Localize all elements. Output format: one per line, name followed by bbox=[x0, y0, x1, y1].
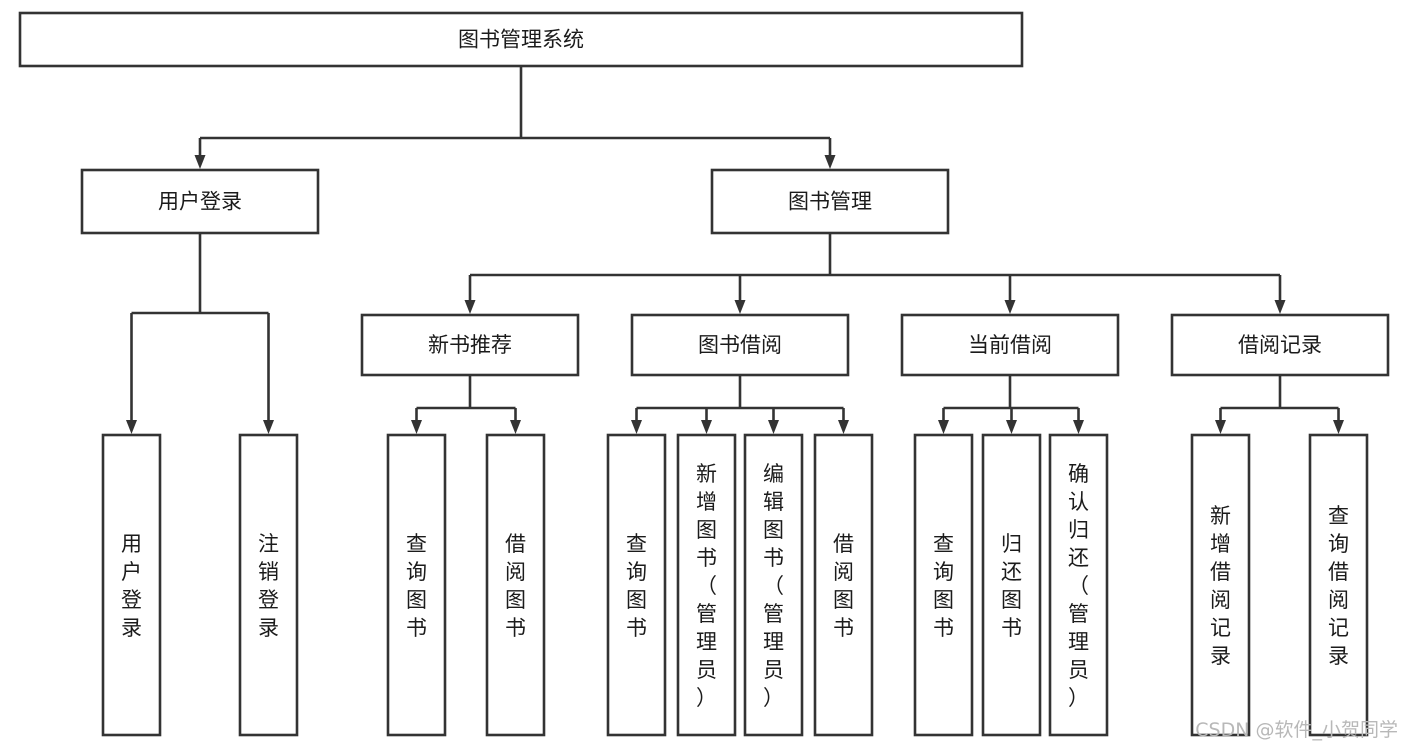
node-box[interactable] bbox=[1308, 433, 1369, 737]
node-l3-图书借阅-1[interactable]: 图书借阅 bbox=[630, 313, 850, 377]
node-label: 当前借阅 bbox=[968, 333, 1052, 357]
node-label: 用户登录 bbox=[121, 532, 142, 640]
node-label: 归还图书 bbox=[1001, 532, 1022, 640]
node-box[interactable] bbox=[900, 313, 1120, 377]
connector-level3-借阅记录-to-leaves bbox=[1215, 375, 1344, 434]
node-box[interactable] bbox=[1170, 313, 1390, 377]
node-box[interactable] bbox=[981, 433, 1042, 737]
node-label: 注销登录 bbox=[258, 532, 279, 640]
node-leaf-确认归还管理员-10[interactable]: 确认归还（管理员） bbox=[1048, 433, 1109, 737]
node-box[interactable] bbox=[360, 313, 580, 377]
node-l3-当前借阅-2[interactable]: 当前借阅 bbox=[900, 313, 1120, 377]
node-box[interactable] bbox=[676, 433, 737, 737]
arrow-head-icon bbox=[1006, 420, 1017, 434]
node-leaf-新增图书管理员-5[interactable]: 新增图书（管理员） bbox=[676, 433, 737, 737]
node-box[interactable] bbox=[1190, 433, 1251, 737]
node-l3-借阅记录-3[interactable]: 借阅记录 bbox=[1170, 313, 1390, 377]
node-label: 确认归还（管理员） bbox=[1068, 462, 1089, 710]
node-leaf-注销登录-1[interactable]: 注销登录 bbox=[238, 433, 299, 737]
node-leaf-查询图书-4[interactable]: 查询图书 bbox=[606, 433, 667, 737]
arrow-head-icon bbox=[126, 420, 137, 434]
nodes-layer: 图书管理系统用户登录图书管理新书推荐图书借阅当前借阅借阅记录用户登录注销登录查询… bbox=[18, 11, 1390, 737]
node-label: 编辑图书（管理员） bbox=[763, 462, 784, 710]
node-label: 图书管理 bbox=[788, 190, 872, 214]
arrow-head-icon bbox=[631, 420, 642, 434]
node-leaf-编辑图书管理员-6[interactable]: 编辑图书（管理员） bbox=[743, 433, 804, 737]
node-leaf-借阅图书-7[interactable]: 借阅图书 bbox=[813, 433, 874, 737]
node-label: 新增借阅记录 bbox=[1210, 504, 1231, 668]
node-label: 新增图书（管理员） bbox=[696, 462, 717, 710]
node-box[interactable] bbox=[386, 433, 447, 737]
node-box[interactable] bbox=[238, 433, 299, 737]
node-label: 借阅图书 bbox=[505, 532, 526, 640]
node-box[interactable] bbox=[743, 433, 804, 737]
node-leaf-用户登录-0[interactable]: 用户登录 bbox=[101, 433, 162, 737]
node-label: 图书借阅 bbox=[698, 333, 782, 357]
node-l2-图书管理-1[interactable]: 图书管理 bbox=[710, 168, 950, 235]
arrow-head-icon bbox=[768, 420, 779, 434]
connector-level3-新书推荐-to-leaves bbox=[411, 375, 521, 434]
arrow-head-icon bbox=[1274, 300, 1286, 314]
node-root-图书管理系统-0[interactable]: 图书管理系统 bbox=[18, 11, 1024, 68]
node-l3-新书推荐-0[interactable]: 新书推荐 bbox=[360, 313, 580, 377]
edges-layer bbox=[126, 66, 1344, 434]
arrow-head-icon bbox=[194, 155, 206, 169]
node-box[interactable] bbox=[630, 313, 850, 377]
node-box[interactable] bbox=[606, 433, 667, 737]
arrow-head-icon bbox=[263, 420, 274, 434]
arrow-head-icon bbox=[510, 420, 521, 434]
node-leaf-查询借阅记录-12[interactable]: 查询借阅记录 bbox=[1308, 433, 1369, 737]
node-label: 查询图书 bbox=[626, 532, 647, 640]
node-l2-用户登录-0[interactable]: 用户登录 bbox=[80, 168, 320, 235]
node-leaf-查询图书-2[interactable]: 查询图书 bbox=[386, 433, 447, 737]
connector-level3-图书借阅-to-leaves bbox=[631, 375, 849, 434]
node-box[interactable] bbox=[485, 433, 546, 737]
node-label: 查询图书 bbox=[933, 532, 954, 640]
node-label: 借阅图书 bbox=[833, 532, 854, 640]
node-leaf-新增借阅记录-11[interactable]: 新增借阅记录 bbox=[1190, 433, 1251, 737]
node-box[interactable] bbox=[710, 168, 950, 235]
arrow-head-icon bbox=[838, 420, 849, 434]
node-leaf-归还图书-9[interactable]: 归还图书 bbox=[981, 433, 1042, 737]
node-label: 新书推荐 bbox=[428, 333, 512, 357]
node-box[interactable] bbox=[101, 433, 162, 737]
connector-level3-当前借阅-to-leaves bbox=[938, 375, 1084, 434]
arrow-head-icon bbox=[734, 300, 746, 314]
arrow-head-icon bbox=[701, 420, 712, 434]
node-box[interactable] bbox=[1048, 433, 1109, 737]
node-box[interactable] bbox=[80, 168, 320, 235]
node-box[interactable] bbox=[813, 433, 874, 737]
arrow-head-icon bbox=[411, 420, 422, 434]
arrow-head-icon bbox=[1215, 420, 1226, 434]
node-label: 查询图书 bbox=[406, 532, 427, 640]
arrow-head-icon bbox=[1073, 420, 1084, 434]
node-box[interactable] bbox=[913, 433, 974, 737]
arrow-head-icon bbox=[1333, 420, 1344, 434]
node-label: 图书管理系统 bbox=[458, 28, 584, 52]
arrow-head-icon bbox=[1004, 300, 1016, 314]
node-label: 查询借阅记录 bbox=[1328, 504, 1349, 668]
node-label: 借阅记录 bbox=[1238, 333, 1322, 357]
connector-book-mgmt-to-level3 bbox=[464, 233, 1286, 314]
node-leaf-查询图书-8[interactable]: 查询图书 bbox=[913, 433, 974, 737]
node-box[interactable] bbox=[18, 11, 1024, 68]
node-leaf-借阅图书-3[interactable]: 借阅图书 bbox=[485, 433, 546, 737]
connector-user-login-to-leaves bbox=[126, 233, 274, 434]
arrow-head-icon bbox=[938, 420, 949, 434]
connector-root-to-level2 bbox=[194, 66, 836, 169]
node-label: 用户登录 bbox=[158, 190, 242, 214]
arrow-head-icon bbox=[464, 300, 476, 314]
csdn-watermark: CSDN @软件_小贺同学 bbox=[1195, 719, 1398, 741]
arrow-head-icon bbox=[824, 155, 836, 169]
